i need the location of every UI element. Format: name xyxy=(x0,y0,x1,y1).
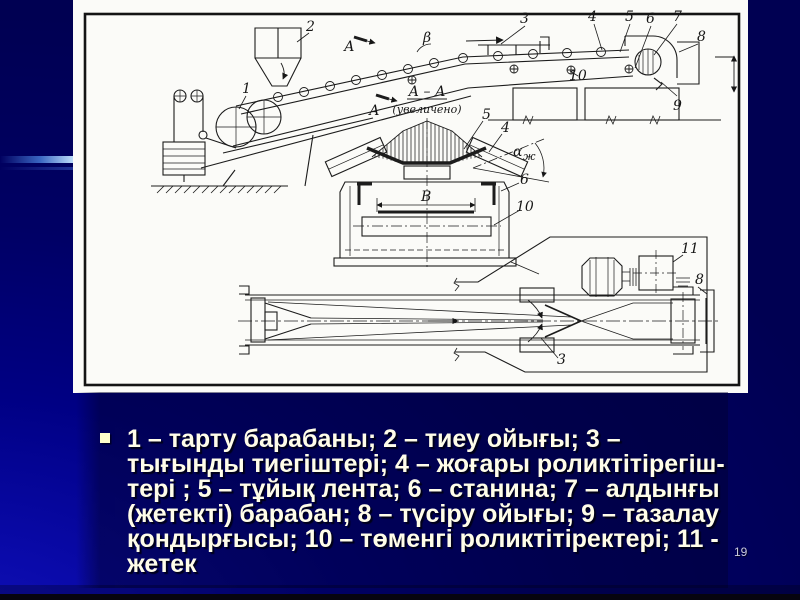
callout-3-plan: 3 xyxy=(557,352,566,368)
conveyor-diagram-svg: 1 2 3 4 5 6 7 8 9 10 А А β xyxy=(83,9,741,387)
bottom-edge xyxy=(0,594,800,600)
callout-3: 3 xyxy=(520,11,529,27)
belt-width-dim: В xyxy=(420,189,431,205)
cut-letter-a-top: А xyxy=(343,39,355,55)
callout-6-section: 6 xyxy=(520,172,529,188)
alpha-angle-subscript: ж xyxy=(523,150,536,163)
callout-10-section: 10 xyxy=(516,199,534,215)
page-number: 19 xyxy=(734,545,748,559)
callout-4: 4 xyxy=(587,9,597,25)
bottom-band xyxy=(0,585,800,594)
section-view-texts: А – А (увеличено) 5 4 α ж В 6 10 xyxy=(392,84,536,215)
callout-7: 7 xyxy=(673,9,682,25)
plan-view xyxy=(238,236,718,373)
callout-8-plan: 8 xyxy=(695,272,704,288)
callout-6: 6 xyxy=(646,11,655,27)
callout-2: 2 xyxy=(305,19,315,35)
callout-8: 8 xyxy=(697,29,706,45)
callout-9: 9 xyxy=(673,98,682,114)
plan-view-callouts: 3 11 8 xyxy=(557,241,704,368)
left-accent-stripe-faint xyxy=(0,167,73,170)
caption-background xyxy=(76,392,728,588)
side-view-callouts: 1 2 3 4 5 6 7 8 9 10 А А β xyxy=(242,9,706,119)
caption-block: 1 – тарту барабаны; 2 – тиеу ойығы; 3 – … xyxy=(100,427,740,577)
callout-11-plan: 11 xyxy=(681,241,699,257)
beta-angle-label: β xyxy=(422,30,431,46)
callout-5: 5 xyxy=(625,9,634,25)
callout-4-section: 4 xyxy=(500,120,510,136)
drawing-border xyxy=(83,12,741,387)
left-accent-stripe xyxy=(0,156,73,163)
bullet-square-icon xyxy=(100,433,110,443)
section-title: А – А xyxy=(407,84,445,100)
alpha-angle-label: α xyxy=(513,144,523,160)
side-view xyxy=(151,23,738,194)
conveyor-diagram-image: 1 2 3 4 5 6 7 8 9 10 А А β xyxy=(73,0,748,393)
section-subtitle: (увеличено) xyxy=(392,103,461,116)
caption-text: 1 – тарту барабаны; 2 – тиеу ойығы; 3 – … xyxy=(127,425,725,578)
callout-10: 10 xyxy=(569,68,587,84)
callout-1: 1 xyxy=(242,81,251,97)
section-view xyxy=(324,98,550,275)
callout-5-section: 5 xyxy=(482,107,491,123)
cut-letter-a-bottom: А xyxy=(368,103,380,119)
